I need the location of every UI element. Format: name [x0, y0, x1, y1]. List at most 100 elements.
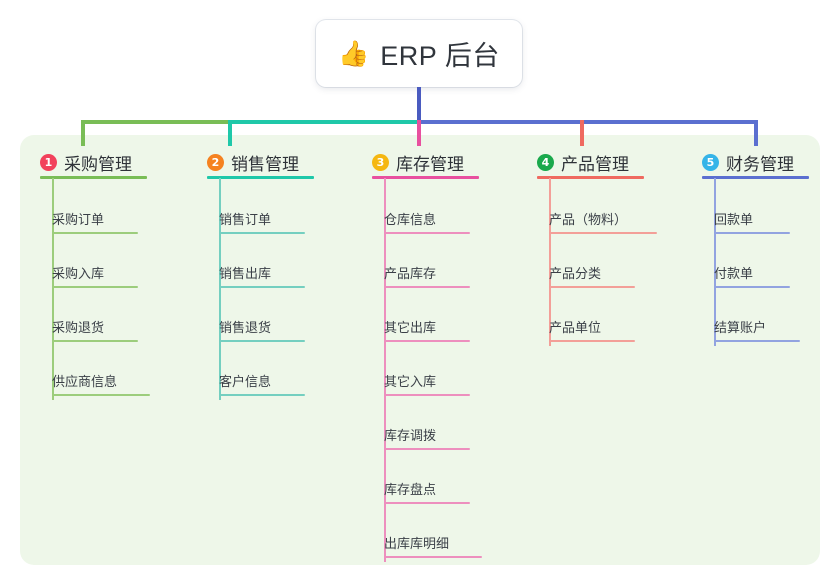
branch-5-header[interactable]: 5 财务管理 — [702, 150, 794, 175]
branch-1-item-1-label: 采购订单 — [52, 212, 105, 227]
branch-3-item-2[interactable]: 产品库存 — [384, 250, 470, 288]
branch-1-title: 采购管理 — [64, 155, 132, 174]
branch-4-header[interactable]: 4 产品管理 — [537, 150, 629, 175]
branch-2-item-3-rule — [219, 340, 305, 342]
branch-2-number-badge: 2 — [207, 154, 224, 171]
branch-4-item-3[interactable]: 产品单位 — [549, 304, 635, 342]
branch-1-item-3-label: 采购退货 — [52, 320, 105, 335]
branch-3-header-rule — [372, 176, 479, 179]
branch-1-item-4[interactable]: 供应商信息 — [52, 358, 150, 396]
branch-3-header[interactable]: 3 库存管理 — [372, 150, 464, 175]
branch-2-item-2-rule — [219, 286, 305, 288]
connector-drop-2 — [228, 120, 232, 146]
branch-1-header[interactable]: 1 采购管理 — [40, 150, 132, 175]
branch-4-number-badge: 4 — [537, 154, 554, 171]
branch-2-item-4-label: 客户信息 — [219, 374, 272, 389]
branch-2-item-2[interactable]: 销售出库 — [219, 250, 305, 288]
branch-3-spine — [384, 178, 386, 562]
branch-3-item-4[interactable]: 其它入库 — [384, 358, 470, 396]
branch-1-item-3-rule — [52, 340, 138, 342]
connector-drop-3 — [417, 120, 421, 146]
branch-3-item-5-rule — [384, 448, 470, 450]
branch-2-item-1-label: 销售订单 — [219, 212, 272, 227]
branch-3-item-6[interactable]: 库存盘点 — [384, 466, 470, 504]
connector-root-stem — [417, 87, 421, 124]
branch-3-title: 库存管理 — [396, 155, 464, 174]
branch-5-title: 财务管理 — [726, 155, 794, 174]
branch-3-item-7-label: 出库库明细 — [384, 536, 450, 551]
branch-5-spine — [714, 178, 716, 346]
root-node-content: 👍 ERP 后台 — [338, 34, 500, 73]
branch-4-title: 产品管理 — [561, 155, 629, 174]
connector-bus-teal — [228, 120, 419, 124]
branch-3-item-7[interactable]: 出库库明细 — [384, 520, 482, 558]
mindmap-background-panel — [20, 135, 820, 565]
branch-1-header-rule — [40, 176, 147, 179]
branch-1-item-4-rule — [52, 394, 150, 396]
connector-drop-1 — [81, 120, 85, 146]
branch-2-header-rule — [207, 176, 314, 179]
branch-3-item-1[interactable]: 仓库信息 — [384, 196, 470, 234]
branch-3-item-7-rule — [384, 556, 482, 558]
branch-3-item-3-label: 其它出库 — [384, 320, 437, 335]
branch-1-item-2[interactable]: 采购入库 — [52, 250, 138, 288]
branch-3-item-4-rule — [384, 394, 470, 396]
branch-4-item-1-rule — [549, 232, 657, 234]
branch-1-item-2-rule — [52, 286, 138, 288]
branch-1-spine — [52, 178, 54, 400]
branch-4-item-3-label: 产品单位 — [549, 320, 602, 335]
branch-4-item-2[interactable]: 产品分类 — [549, 250, 635, 288]
branch-2-item-1-rule — [219, 232, 305, 234]
connector-drop-4 — [580, 120, 584, 146]
branch-3-item-2-rule — [384, 286, 470, 288]
thumbs-up-icon: 👍 — [338, 39, 370, 68]
branch-2-title: 销售管理 — [231, 155, 299, 174]
branch-1-number-badge: 1 — [40, 154, 57, 171]
branch-2-spine — [219, 178, 221, 400]
branch-1-item-3[interactable]: 采购退货 — [52, 304, 138, 342]
branch-2-item-1[interactable]: 销售订单 — [219, 196, 305, 234]
branch-4-item-2-label: 产品分类 — [549, 266, 602, 281]
branch-5-item-2-rule — [714, 286, 790, 288]
branch-5-item-3-label: 结算账户 — [714, 320, 767, 335]
branch-2-item-4-rule — [219, 394, 305, 396]
branch-4-spine — [549, 178, 551, 346]
branch-4-item-1[interactable]: 产品（物料） — [549, 196, 657, 234]
branch-5-item-2-label: 付款单 — [714, 266, 754, 281]
connector-drop-5 — [754, 120, 758, 146]
branch-3-item-3[interactable]: 其它出库 — [384, 304, 470, 342]
branch-3-item-6-rule — [384, 502, 470, 504]
branch-4-header-rule — [537, 176, 644, 179]
branch-3-item-5-label: 库存调拨 — [384, 428, 437, 443]
branch-5-number-badge: 5 — [702, 154, 719, 171]
branch-3-item-5[interactable]: 库存调拨 — [384, 412, 470, 450]
branch-5-header-rule — [702, 176, 809, 179]
branch-5-item-3-rule — [714, 340, 800, 342]
branch-5-item-2[interactable]: 付款单 — [714, 250, 790, 288]
branch-1-item-1-rule — [52, 232, 138, 234]
branch-4-item-1-label: 产品（物料） — [549, 212, 628, 227]
branch-2-item-2-label: 销售出库 — [219, 266, 272, 281]
branch-5-item-1[interactable]: 回款单 — [714, 196, 790, 234]
branch-1-item-2-label: 采购入库 — [52, 266, 105, 281]
branch-3-item-3-rule — [384, 340, 470, 342]
branch-1-item-1[interactable]: 采购订单 — [52, 196, 138, 234]
branch-3-item-4-label: 其它入库 — [384, 374, 437, 389]
branch-5-item-3[interactable]: 结算账户 — [714, 304, 800, 342]
branch-2-item-3[interactable]: 销售退货 — [219, 304, 305, 342]
branch-5-item-1-label: 回款单 — [714, 212, 754, 227]
branch-3-item-2-label: 产品库存 — [384, 266, 437, 281]
root-node-erp-backend[interactable]: 👍 ERP 后台 — [316, 20, 522, 87]
branch-4-item-3-rule — [549, 340, 635, 342]
branch-3-item-1-rule — [384, 232, 470, 234]
branch-2-item-4[interactable]: 客户信息 — [219, 358, 305, 396]
branch-1-item-4-label: 供应商信息 — [52, 374, 118, 389]
connector-bus-blue — [419, 120, 756, 124]
connector-bus-green — [81, 120, 228, 124]
branch-5-item-1-rule — [714, 232, 790, 234]
branch-3-item-6-label: 库存盘点 — [384, 482, 437, 497]
branch-2-item-3-label: 销售退货 — [219, 320, 272, 335]
root-node-title: ERP 后台 — [380, 41, 500, 71]
branch-2-header[interactable]: 2 销售管理 — [207, 150, 299, 175]
